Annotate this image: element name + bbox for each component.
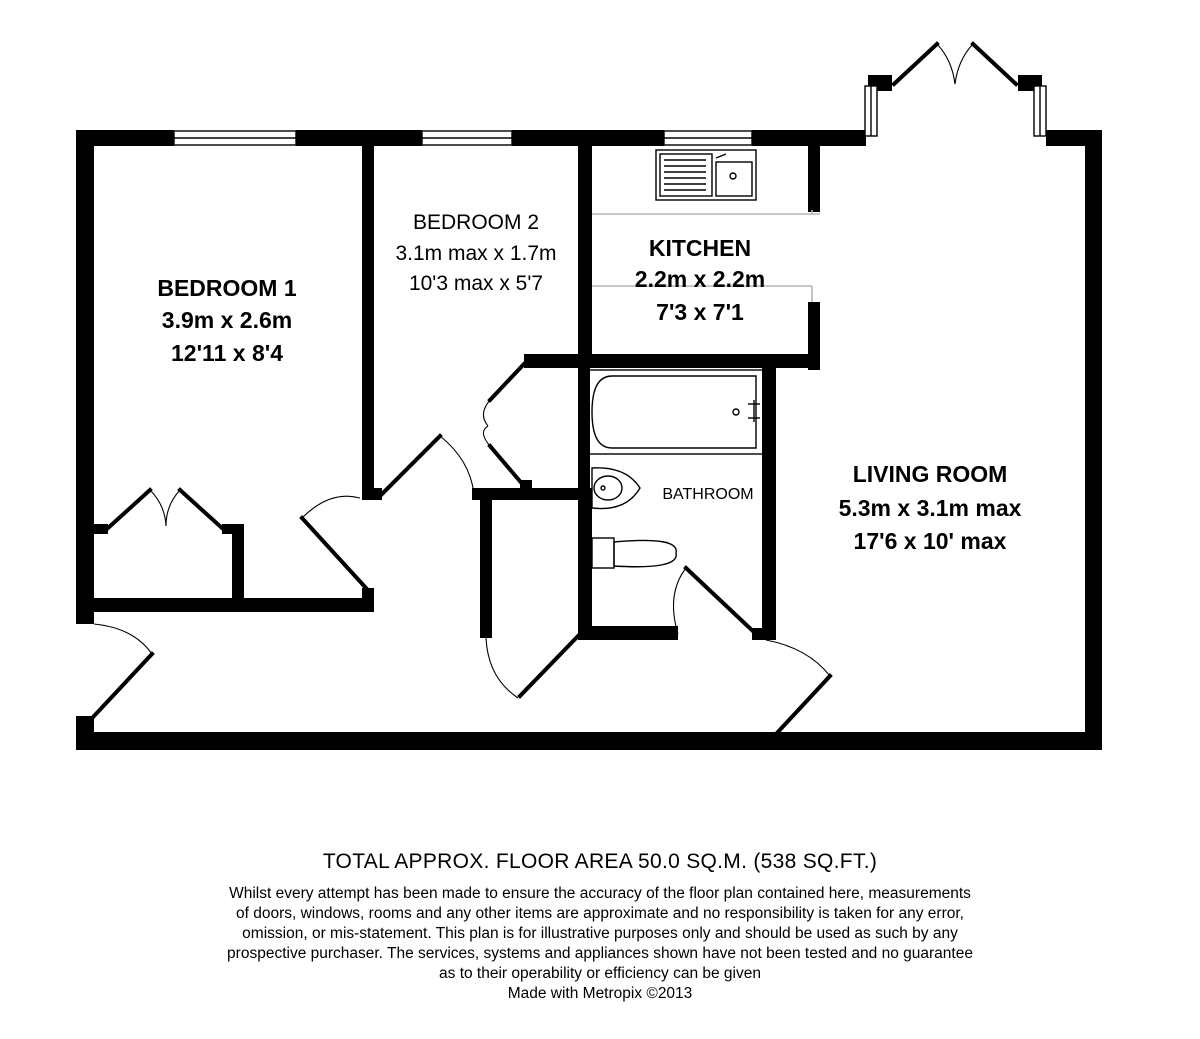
living-name: LIVING ROOM [853, 461, 1008, 487]
label-bathroom: BATHROOM [662, 486, 753, 503]
bedroom1-walls [76, 487, 374, 612]
bedroom2-metric: 3.1m max x 1.7m [395, 242, 556, 265]
disclaimer-line: Whilst every attempt has been made to en… [229, 885, 971, 902]
bathroom-walls [578, 360, 776, 640]
living-metric: 5.3m x 3.1m max [839, 495, 1022, 521]
kitchen-name: KITCHEN [649, 235, 751, 261]
basin-icon [591, 467, 641, 510]
bedroom2-imperial: 10'3 max x 5'7 [409, 272, 543, 295]
bedroom2-walls [362, 130, 592, 500]
credit-line: Made with Metropix ©2013 [507, 985, 693, 1002]
floor-plan: BEDROOM 1 3.9m x 2.6m 12'11 x 8'4 BEDROO… [76, 41, 1102, 750]
bathroom-name: BATHROOM [662, 486, 753, 503]
bedroom1-imperial: 12'11 x 8'4 [171, 340, 283, 366]
disclaimer-line: omission, or mis-statement. This plan is… [242, 925, 958, 942]
label-kitchen: KITCHEN 2.2m x 2.2m 7'3 x 7'1 [635, 235, 765, 325]
outer-walls [76, 130, 1102, 750]
entrance-doors [91, 623, 833, 737]
bathtub-icon [587, 369, 765, 455]
disclaimer: Whilst every attempt has been made to en… [90, 884, 1110, 1004]
plan-footer: TOTAL APPROX. FLOOR AREA 50.0 SQ.M. (538… [0, 848, 1200, 1004]
label-bedroom2: BEDROOM 2 3.1m max x 1.7m 10'3 max x 5'7 [395, 211, 556, 295]
label-bedroom1: BEDROOM 1 3.9m x 2.6m 12'11 x 8'4 [157, 275, 297, 366]
kitchen-imperial: 7'3 x 7'1 [656, 299, 744, 325]
label-living: LIVING ROOM 5.3m x 3.1m max 17'6 x 10' m… [839, 461, 1022, 554]
bedroom1-metric: 3.9m x 2.6m [162, 307, 292, 333]
bedroom2-name: BEDROOM 2 [413, 211, 539, 234]
kitchen-metric: 2.2m x 2.2m [635, 266, 765, 292]
french-doors [864, 41, 1047, 137]
disclaimer-line: as to their operability or efficiency ca… [439, 965, 761, 982]
living-imperial: 17'6 x 10' max [854, 528, 1007, 554]
disclaimer-line: of doors, windows, rooms and any other i… [235, 905, 964, 922]
kitchen-walls [578, 146, 820, 370]
hall-cupboard [480, 490, 592, 699]
toilet-icon [591, 537, 677, 569]
total-floor-area: TOTAL APPROX. FLOOR AREA 50.0 SQ.M. (538… [322, 850, 878, 873]
windows [173, 130, 753, 146]
bedroom1-name: BEDROOM 1 [157, 275, 297, 301]
sink-icon [655, 149, 757, 201]
disclaimer-line: prospective purchaser. The services, sys… [227, 945, 973, 962]
